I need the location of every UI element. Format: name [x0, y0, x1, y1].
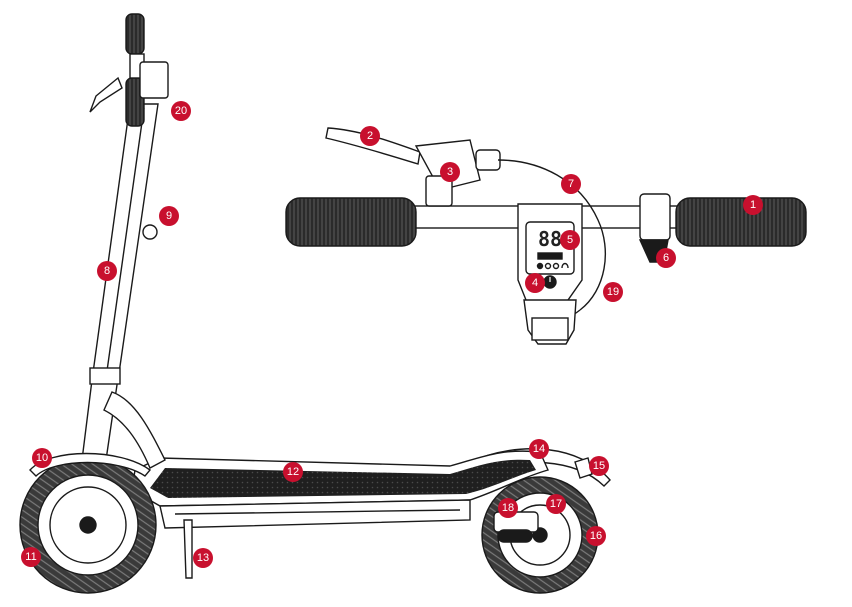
callout-badge — [586, 526, 606, 546]
callout-badge — [159, 206, 179, 226]
rear-light — [497, 529, 533, 543]
bell-icon — [561, 262, 569, 269]
brake-cable — [497, 159, 607, 311]
stem-line — [105, 107, 145, 379]
callout-badge — [440, 162, 460, 182]
rear-brake-caliper — [493, 511, 539, 533]
scooter-side-view — [19, 13, 611, 594]
callout-label: 18 — [502, 502, 514, 514]
detail-stem-block — [531, 317, 569, 341]
callout-label: 7 — [568, 178, 574, 190]
callout-label: 9 — [166, 210, 172, 222]
front-axle — [79, 516, 97, 534]
callout-badge — [360, 126, 380, 146]
callout-badge — [560, 230, 580, 250]
callout-label: 4 — [532, 277, 538, 289]
battery-bar — [537, 252, 563, 260]
top-display-housing — [139, 61, 169, 99]
callout-label: 8 — [104, 265, 110, 277]
stem-clamp — [89, 367, 121, 385]
callout-label: 17 — [550, 498, 562, 510]
head-tube — [81, 377, 119, 461]
bell-housing — [425, 175, 453, 207]
callout-badge — [546, 494, 566, 514]
callout-label: 16 — [590, 530, 602, 542]
callout-badge — [171, 101, 191, 121]
callout-label: 11 — [25, 551, 36, 563]
callout-badge — [525, 273, 545, 293]
callout-badge — [283, 462, 303, 482]
callout-badge — [97, 261, 117, 281]
callout-label: 3 — [447, 166, 453, 178]
bluetooth-icon — [552, 262, 560, 270]
callout-label: 12 — [287, 466, 299, 478]
folding-latch-ring — [142, 224, 158, 240]
callout-label: 14 — [533, 443, 545, 455]
callout-label: 13 — [197, 552, 209, 564]
callout-label: 20 — [175, 105, 187, 117]
callout-badge — [529, 439, 549, 459]
deck-edge-line — [174, 509, 461, 515]
brake-lever — [325, 127, 421, 165]
callout-badge — [21, 547, 41, 567]
callout-badge — [32, 448, 52, 468]
callout-label: 5 — [567, 234, 573, 246]
callout-badge — [589, 456, 609, 476]
speed-readout: 88 — [538, 227, 562, 251]
callout-badge — [656, 248, 676, 268]
callout-badge — [561, 174, 581, 194]
neck-frame — [103, 391, 166, 469]
callout-badge — [603, 282, 623, 302]
rear-reflector — [574, 457, 593, 479]
callout-label: 6 — [663, 252, 669, 264]
front-fender — [29, 452, 152, 477]
deck-underside — [159, 499, 471, 529]
callout-badge — [498, 498, 518, 518]
detail-left-grip — [285, 197, 417, 247]
callout-label: 2 — [367, 130, 373, 142]
callout-label: 1 — [750, 199, 756, 211]
throttle-housing — [639, 193, 671, 241]
callout-label: 15 — [593, 460, 605, 472]
handlebar-detail-view: 88 — [285, 127, 807, 345]
callout-badge — [743, 195, 763, 215]
kickstand — [183, 519, 193, 579]
left-grip — [125, 13, 145, 55]
mode-icon — [544, 262, 552, 270]
light-icon — [536, 262, 544, 270]
deck-grip-tape — [150, 459, 536, 498]
detail-right-grip — [675, 197, 807, 247]
top-brake-lever — [89, 76, 123, 113]
callout-label: 10 — [36, 452, 48, 464]
callout-badge — [193, 548, 213, 568]
callouts: 1 2 3 4 5 6 7 8 9 10 11 12 13 14 15 16 1… — [21, 101, 763, 568]
callout-label: 19 — [607, 286, 619, 298]
brake-cable-adjuster — [475, 149, 501, 171]
